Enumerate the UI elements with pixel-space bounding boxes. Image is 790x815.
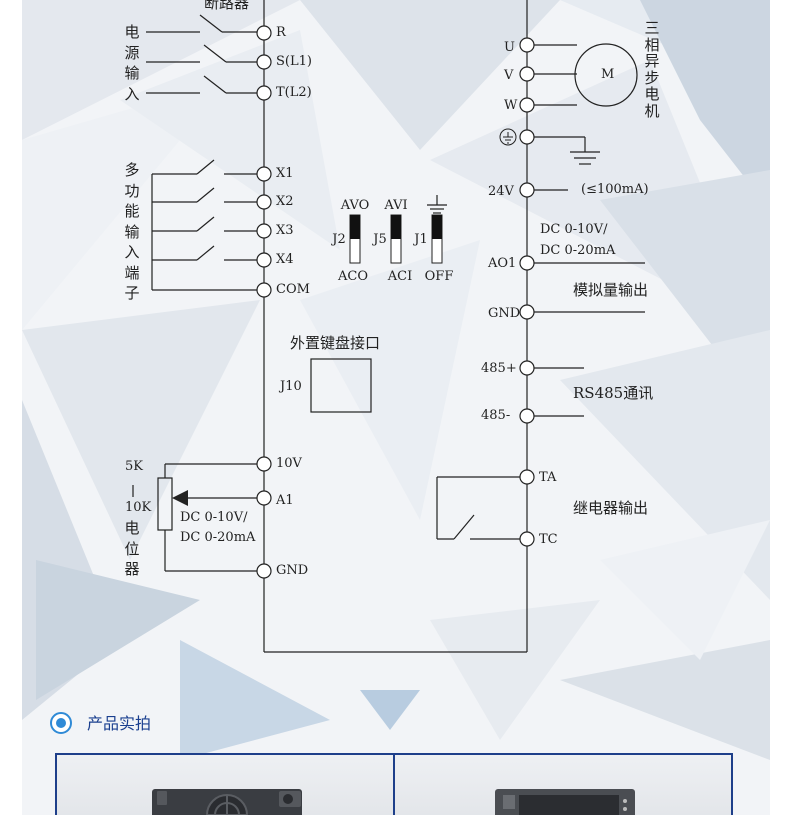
terminal-tc: TC <box>539 532 558 547</box>
keyboard-port-label: 外置键盘接口 <box>290 334 381 352</box>
bullet-circle-icon <box>50 712 72 734</box>
section-title: 产品实拍 <box>87 714 152 733</box>
terminal-24v: 24V <box>488 184 514 199</box>
pot-range-top: 5K <box>125 459 143 474</box>
ground-icon <box>427 195 447 214</box>
product-photo-right <box>393 753 733 815</box>
terminal-x4: X4 <box>276 252 294 267</box>
motor-label: 三相异步电机 <box>644 19 660 120</box>
rs485-label: RS485通讯 <box>573 384 654 402</box>
terminal-a1: A1 <box>276 493 294 508</box>
terminal-t: T(L2) <box>276 85 312 100</box>
analog-output-label: 模拟量输出 <box>573 281 649 299</box>
jumper-j1 <box>431 214 443 264</box>
jumper-j1-bottom-label: OFF <box>424 269 454 284</box>
jumper-j5-bottom-label: ACI <box>387 269 413 284</box>
terminal-x1: X1 <box>276 166 294 181</box>
pot-range-bottom: 10K <box>125 500 152 515</box>
terminal-r: R <box>276 25 286 40</box>
terminal-gnd-left: GND <box>276 563 309 578</box>
breaker-label: 断路器 <box>204 0 250 12</box>
terminal-x2: X2 <box>276 194 294 209</box>
jumper-j1-name: J1 <box>414 232 428 247</box>
pot-signal-line2: DC 0-20mA <box>180 530 256 545</box>
jumper-j2-top-label: AVO <box>340 198 370 213</box>
terminal-485-plus: 485+ <box>481 361 517 376</box>
right-terminals <box>519 37 535 547</box>
ao1-signal-line1: DC 0-10V/ <box>540 222 608 237</box>
left-terminals <box>256 25 272 579</box>
inverter-front-image <box>495 789 635 815</box>
relay-output-label: 继电器输出 <box>573 499 649 517</box>
inverter-fan-image <box>152 789 302 815</box>
product-photo-left <box>55 753 395 815</box>
terminal-u: U <box>504 40 515 55</box>
multifunction-input-label: 多功能输入端子 <box>124 161 140 302</box>
ground-icon <box>499 128 517 146</box>
terminal-ta: TA <box>539 470 557 485</box>
jumper-j5 <box>390 214 402 264</box>
terminal-v: V <box>504 68 514 83</box>
jumper-j5-name: J5 <box>373 232 387 247</box>
wiper-arrow-icon <box>172 490 188 506</box>
terminal-x3: X3 <box>276 223 294 238</box>
ao1-signal-line2: DC 0-20mA <box>540 243 616 258</box>
power-input-label: 电源输入 <box>124 23 140 103</box>
terminal-s: S(L1) <box>276 54 312 69</box>
terminal-w: W <box>504 98 518 113</box>
potentiometer-label: 电位器 <box>124 519 140 578</box>
terminal-com: COM <box>276 282 310 297</box>
jumper-j2 <box>349 214 361 264</box>
terminal-485-minus: 485- <box>481 408 511 423</box>
keyboard-port-name: J10 <box>280 379 302 394</box>
jumper-j2-name: J2 <box>332 232 346 247</box>
pot-signal-line1: DC 0-10V/ <box>180 510 248 525</box>
supply-24v-note: (≤100mA) <box>581 182 649 197</box>
terminal-ao1: AO1 <box>488 256 517 271</box>
jumper-j2-bottom-label: ACO <box>338 269 368 284</box>
motor-symbol: M <box>601 67 615 82</box>
jumper-j5-top-label: AVI <box>384 198 408 213</box>
terminal-10v: 10V <box>276 456 302 471</box>
terminal-gnd-right: GND <box>488 306 521 321</box>
